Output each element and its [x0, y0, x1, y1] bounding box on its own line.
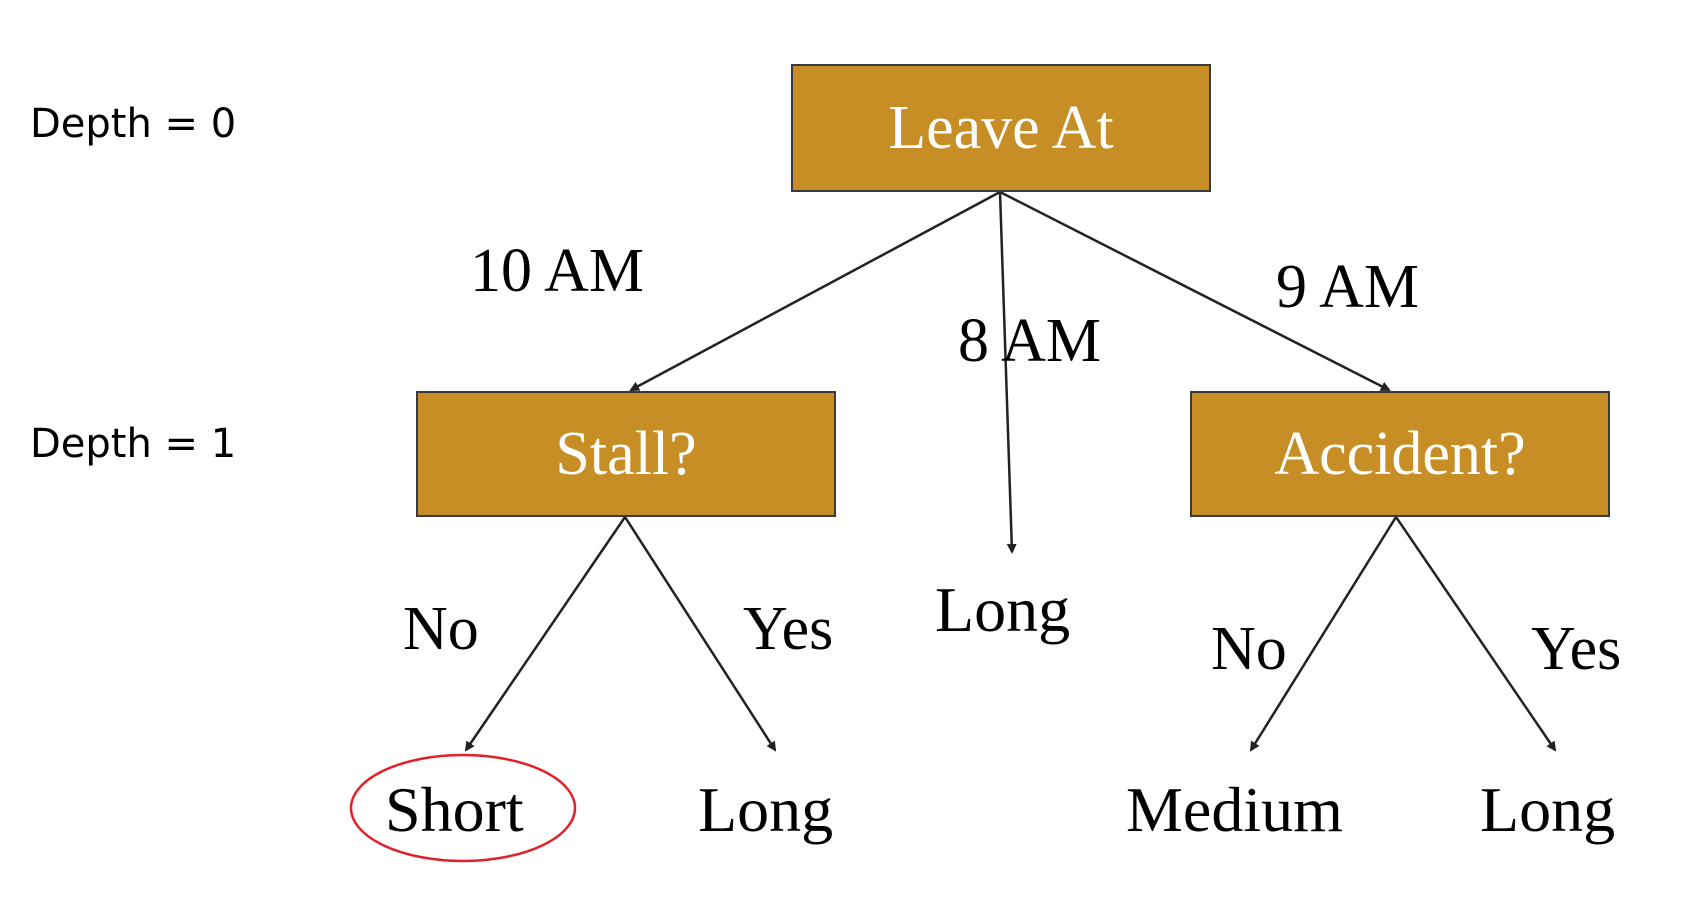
root-node-label: Leave At	[888, 93, 1114, 162]
edge-accident-to-medium	[1249, 516, 1398, 752]
edge-stall-to-short	[464, 516, 627, 752]
depth-0-label: Depth = 0	[30, 101, 237, 147]
edge-label-10am: 10 AM	[470, 237, 644, 305]
edge-label-8am: 8 AM	[958, 307, 1101, 375]
leaf-long-8am: Long	[935, 574, 1071, 645]
edge-label-accident-yes: Yes	[1531, 615, 1622, 683]
edge-label-stall-yes: Yes	[743, 595, 834, 663]
edge-root-to-stall	[629, 190, 1001, 392]
leaf-long-stall-yes: Long	[698, 774, 834, 845]
highlight-ellipse	[349, 753, 577, 863]
edge-label-accident-no: No	[1211, 615, 1287, 683]
edge-label-9am: 9 AM	[1276, 253, 1419, 321]
edge-root-to-accident	[999, 190, 1391, 392]
edge-root-to-long	[998, 191, 1017, 554]
depth-1-label: Depth = 1	[30, 421, 237, 467]
stall-node: Stall?	[416, 391, 836, 517]
leaf-medium: Medium	[1126, 774, 1343, 845]
accident-node: Accident?	[1190, 391, 1610, 517]
leaf-short: Short	[385, 774, 524, 845]
leaf-long-accident-yes: Long	[1480, 774, 1616, 845]
stall-node-label: Stall?	[555, 419, 697, 488]
accident-node-label: Accident?	[1274, 419, 1526, 488]
edge-stall-to-long	[623, 516, 777, 752]
edge-label-stall-no: No	[403, 595, 479, 663]
root-node: Leave At	[791, 64, 1211, 192]
edge-accident-to-long	[1394, 516, 1557, 752]
